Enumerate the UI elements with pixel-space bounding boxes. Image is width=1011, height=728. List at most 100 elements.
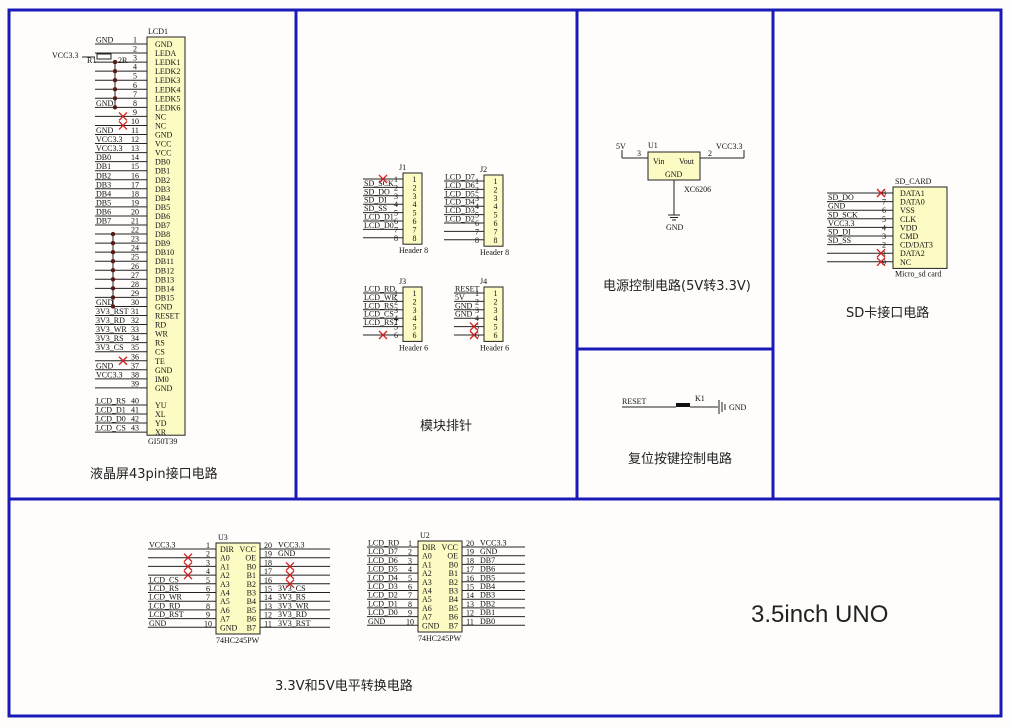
g-u2-right-pin-name: B2 <box>449 578 458 587</box>
g-u3-left-pin-number: 4 <box>206 567 210 576</box>
g-j1-pin-number: 8 <box>394 234 398 243</box>
lcd1-pin-name: DB4 <box>155 194 170 203</box>
junction-dot <box>110 286 116 291</box>
g-j1-net-label: SD_SS <box>364 204 387 213</box>
lcd1-pin-name: DB10 <box>155 248 174 257</box>
sd-net-label: VCC3.3 <box>828 219 854 228</box>
lcd1-pin-number: 32 <box>131 316 139 325</box>
lcd1-pin-name: DB5 <box>155 203 170 212</box>
lcd1-net-label: 3V3_RD <box>96 316 125 325</box>
g-u3-left-pin-number: 9 <box>206 611 210 620</box>
section-title-lcd: 液晶屏43pin接口电路 <box>90 466 218 482</box>
u1-out-pin: 2 <box>708 149 712 158</box>
g-u2-left-pin-number: 4 <box>408 565 412 574</box>
lcd1-pin-name: DB1 <box>155 167 170 176</box>
lcd1-pin-number: 37 <box>131 361 139 370</box>
g-u2-left-net: LCD_D2 <box>368 591 398 600</box>
g-u3-right-pin-name: B1 <box>247 571 256 580</box>
g-j3-pin-number: 5 <box>394 323 398 332</box>
g-j1-pin-index: 8 <box>413 234 417 243</box>
lcd1-pin-name: DB9 <box>155 239 170 248</box>
lcd1-net-label: GND <box>96 126 114 135</box>
g-u3-right-pin-number: 15 <box>264 585 272 594</box>
lcd1-pin-name: YD <box>155 419 167 428</box>
lcd1-pin-name: LEDK5 <box>155 94 180 103</box>
g-u2-right-pin-name: B7 <box>449 621 458 630</box>
g-u3-right-pin-name: B0 <box>247 562 256 571</box>
no-connect-stroke <box>285 579 295 589</box>
no-connect-mark <box>118 356 128 366</box>
g-j2-pin-index: 7 <box>494 227 498 236</box>
lcd1-pin-number: 33 <box>131 325 139 334</box>
g-j2-pin-index: 5 <box>494 211 498 220</box>
g-j4-pin-number: 5 <box>475 323 479 332</box>
lcd1-pin-name: GND <box>155 384 173 393</box>
g-u3-left-pin-number: 6 <box>206 585 210 594</box>
g-u2-left-pin-number: 9 <box>408 609 412 618</box>
sd-pin-number: 7 <box>882 198 886 207</box>
g-u2-left-net: LCD_D0 <box>368 608 398 617</box>
g-j2-pin-number: 3 <box>475 194 479 203</box>
g-j1-net-label: LCD_D0 <box>364 221 394 230</box>
lcd1-net-label: 3V3_WR <box>96 325 127 334</box>
g-j2-pin-index: 8 <box>494 236 498 245</box>
g-j2-pin-number: 1 <box>475 177 479 186</box>
g-u3-right-net: 3V3_CS <box>278 584 306 593</box>
g-j4-pin-index: 3 <box>494 306 498 315</box>
lcd1-pin-name: LEDK2 <box>155 67 180 76</box>
g-u2-left-net: LCD_D7 <box>368 547 398 556</box>
no-connect-mark <box>469 322 479 332</box>
no-connect-stroke <box>876 188 886 198</box>
g-u3-left-net: LCD_RST <box>149 610 184 619</box>
lcd1-pin-number: 9 <box>133 108 137 117</box>
g-j2-net-label: LCD_D4 <box>445 198 475 207</box>
resistor-value: 2R <box>118 56 128 65</box>
g-j1-pin-number: 5 <box>394 209 398 218</box>
junction-dot <box>112 105 118 110</box>
g-j1-pin-index: 2 <box>413 183 417 192</box>
lcd1-pin-name: TE <box>155 357 165 366</box>
g-u2-left-pin-name: A0 <box>422 552 432 561</box>
lcd1-net-label: GND <box>96 36 114 45</box>
g-j1-pin-index: 4 <box>413 200 417 209</box>
section-frames <box>7 8 1003 718</box>
g-j4-pin-number: 3 <box>475 306 479 315</box>
junction-dot <box>112 96 118 101</box>
lcd1-pin-number: 25 <box>131 253 139 262</box>
g-u3-right-pin-name: B3 <box>247 589 256 598</box>
lcd1-pin-number: 41 <box>131 406 139 415</box>
g-j2-net-label: LCD_D7 <box>445 173 475 182</box>
g-u3-left-pin-name: A6 <box>220 606 230 615</box>
g-j2-pin-number: 4 <box>475 202 479 211</box>
g-u2-right-net: DB2 <box>480 599 495 608</box>
sd-pin-name: VDD <box>900 223 918 232</box>
g-u2-right-pin-number: 19 <box>466 548 474 557</box>
lcd1-pin-name: YU <box>155 401 167 410</box>
g-u2-left-pin-name: DIR <box>422 543 436 552</box>
lcd1-pin-number: 34 <box>131 334 139 343</box>
g-u2-right-pin-number: 20 <box>466 539 474 548</box>
g-u3-right-net: 3V3_RD <box>278 610 307 619</box>
lcd1-pin-name: DB2 <box>155 176 170 185</box>
lcd1-pin-name: RESET <box>155 312 180 321</box>
lcd1-pin-number: 15 <box>131 162 139 171</box>
lcd1-pin-number: 23 <box>131 235 139 244</box>
g-u3-left-pin-name: A2 <box>220 571 230 580</box>
no-connect-mark <box>183 553 193 563</box>
g-u3-left-pin-number: 5 <box>206 576 210 585</box>
g-u2-left-net: LCD_D4 <box>368 573 398 582</box>
no-connect-stroke <box>118 356 128 366</box>
g-u2-right-pin-number: 13 <box>466 600 474 609</box>
g-u2-left-pin-number: 1 <box>408 539 412 548</box>
lcd1-pin-number: 38 <box>131 370 139 379</box>
g-u3-left-pin-number: 2 <box>206 550 210 559</box>
g-j2-pin-number: 7 <box>475 227 479 236</box>
lcd1-pin-name: DB0 <box>155 158 170 167</box>
g-j4-pin-index: 5 <box>494 323 498 332</box>
no-connect-stroke <box>876 248 886 258</box>
g-j4-part: Header 6 <box>480 343 509 352</box>
